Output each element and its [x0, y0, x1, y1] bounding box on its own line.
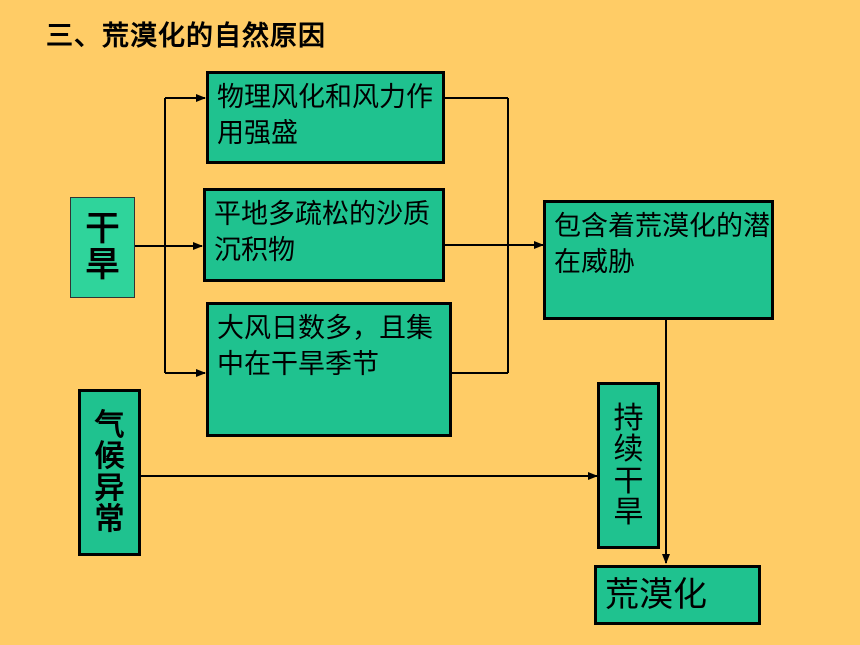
node-climate-char: 常 — [94, 502, 125, 537]
node-persistent-char: 干 — [613, 463, 644, 499]
node-sediment: 平地多疏松的沙质沉积物 — [203, 188, 445, 282]
node-drought-char: 干 — [85, 208, 120, 249]
node-drought: 干 旱 — [70, 197, 135, 298]
node-climate-char: 气 — [94, 407, 125, 443]
node-climate-anomaly: 气 候 异 常 — [78, 389, 141, 556]
node-climate-char: 异 — [94, 470, 125, 506]
node-climate-char: 候 — [94, 439, 125, 474]
node-persistent-char: 续 — [613, 432, 644, 467]
node-weathering-text: 物理风化和风力作用强盛 — [217, 82, 433, 149]
page-title: 三、荒漠化的自然原因 — [46, 21, 326, 52]
node-drought-char: 旱 — [85, 244, 120, 285]
node-potential-threat-text: 包含着荒漠化的潜在威胁 — [554, 211, 770, 278]
node-persistent-char: 持 — [613, 400, 644, 436]
node-weathering: 物理风化和风力作用强盛 — [206, 71, 445, 164]
node-persistent-char: 旱 — [613, 495, 644, 530]
node-persistent-drought: 持 续 干 旱 — [597, 382, 660, 549]
node-wind-days-text: 大风日数多，且集中在干旱季节 — [217, 313, 433, 380]
node-sediment-text: 平地多疏松的沙质沉积物 — [214, 199, 430, 266]
node-potential-threat: 包含着荒漠化的潜在威胁 — [543, 200, 774, 320]
node-wind-days: 大风日数多，且集中在干旱季节 — [206, 302, 452, 437]
node-desertification: 荒漠化 — [594, 565, 761, 625]
node-desertification-text: 荒漠化 — [605, 575, 707, 615]
